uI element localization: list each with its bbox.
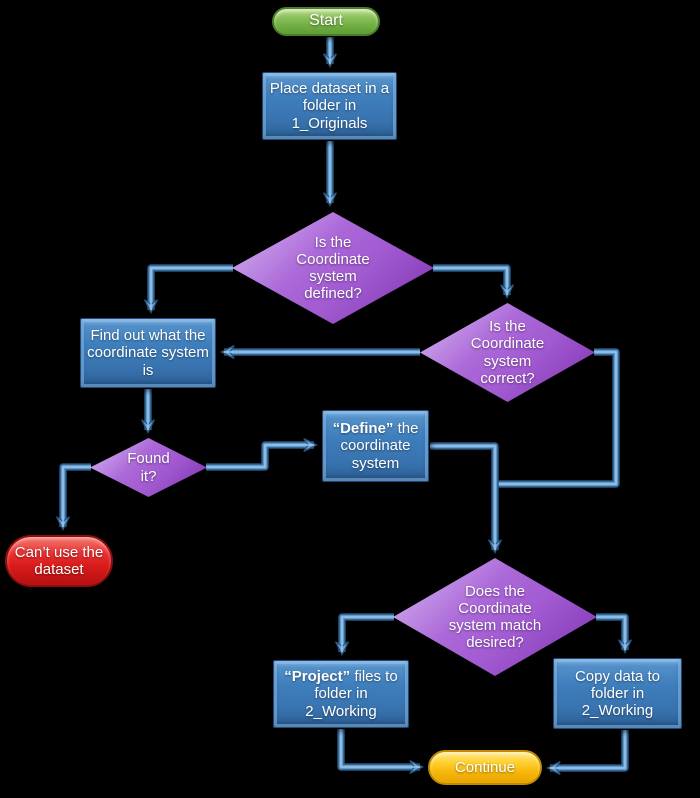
node-copy-data: Copy data to folder in 2_Working [553,658,682,729]
node-define-coordinate-label: “Define” the coordinate system [332,420,419,472]
connector-match-to-project [342,617,394,652]
node-project-files-label: “Project” files to folder in 2_Working [284,668,398,720]
connector-found-to-define [206,445,314,467]
connector-project-to-continue [341,729,420,767]
node-place-dataset: Place dataset in a folder in 1_Originals [262,72,397,140]
node-define-coordinate: “Define” the coordinate system [322,410,429,482]
connector-defined-to-findout [151,268,233,310]
node-find-out-coordinate: Find out what the coordinate system is [80,318,216,388]
node-cant-use-dataset-label: Can’t use the dataset [14,543,104,578]
node-place-dataset-label: Place dataset in a folder in 1_Originals [269,80,390,132]
node-found-it: Found it? [90,438,207,497]
node-copy-data-label: Copy data to folder in 2_Working [574,667,661,720]
connector-match-to-copy [596,617,625,650]
node-found-it-label: Found it? [127,450,170,485]
node-cant-use-dataset: Can’t use the dataset [5,535,113,587]
node-continue: Continue [428,750,542,785]
connector-found-to-cantuse [63,467,91,527]
connector-copy-to-continue [550,730,625,768]
node-find-out-coordinate-label: Find out what the coordinate system is [87,327,209,379]
node-is-coordinate-defined: Is the Coordinate system defined? [232,212,434,324]
node-project-files: “Project” files to folder in 2_Working [273,660,409,728]
connector-defined-to-correct [433,268,507,295]
node-is-coordinate-correct-label: Is the Coordinate system correct? [470,318,545,387]
node-coordinate-match-desired-label: Does the Coordinate system match desired… [448,582,542,652]
node-start-label: Start [309,12,343,30]
node-is-coordinate-defined-label: Is the Coordinate system defined? [296,233,370,303]
node-continue-label: Continue [454,758,516,776]
node-is-coordinate-correct: Is the Coordinate system correct? [420,303,595,402]
node-start: Start [272,7,380,36]
connector-define-to-match [430,446,495,550]
